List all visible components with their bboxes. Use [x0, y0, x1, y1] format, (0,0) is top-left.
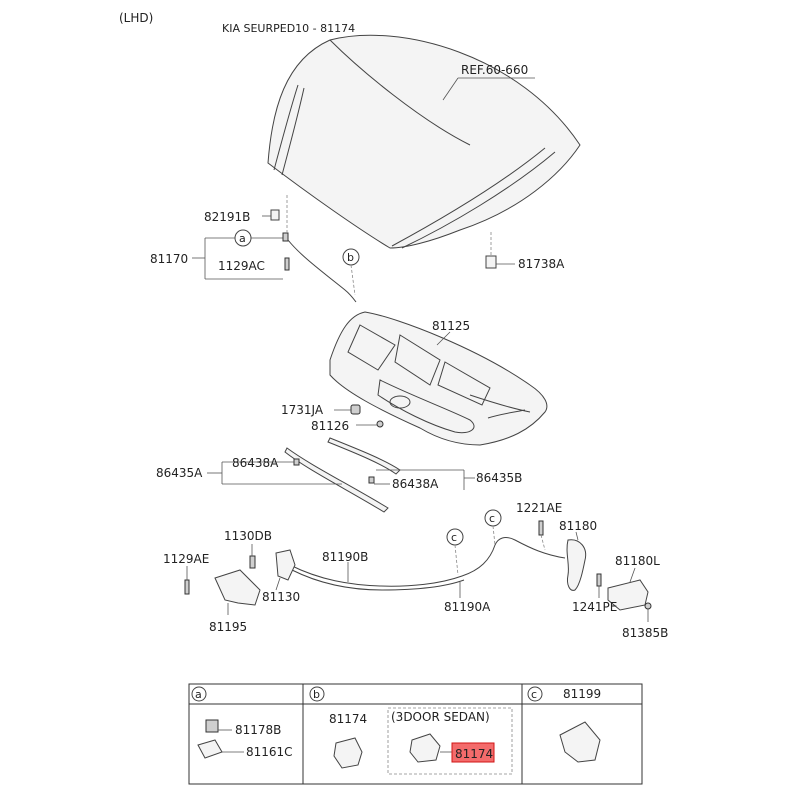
part-81178B-icon: [205, 719, 219, 733]
part-81199-icon: [559, 721, 601, 763]
bracket-81195[interactable]: [214, 569, 261, 606]
marker-a: [234, 229, 252, 247]
callout-81125: 81125: [432, 319, 470, 333]
diagram-title: KIA SEURPED10 - 81174: [222, 22, 355, 35]
highlighted-part-label: 81174: [455, 747, 493, 761]
bolt-1130DB[interactable]: [249, 555, 256, 569]
legend-marker-a-label: a: [195, 688, 202, 701]
bolt-1241PE[interactable]: [596, 573, 602, 587]
callout-1129AC: 1129AC: [218, 259, 265, 273]
handle-81130[interactable]: [275, 549, 296, 581]
marker-a-label: a: [239, 232, 246, 245]
legend-b-variant-label: (3DOOR SEDAN): [391, 710, 490, 724]
hood-panel[interactable]: [267, 34, 581, 249]
callout-86438A-right: 86438A: [392, 477, 439, 491]
clip-81385B[interactable]: [644, 602, 652, 610]
callout-81190A: 81190A: [444, 600, 491, 614]
part-81161C-icon: [197, 739, 223, 759]
sedan-variant-box: [387, 707, 513, 775]
highlighted-part-box[interactable]: [451, 742, 495, 763]
legend-marker-c-label: c: [531, 688, 537, 701]
marker-c-right-label: c: [489, 512, 495, 525]
hood-insulator[interactable]: [329, 311, 548, 446]
callout-1241PE: 1241PE: [572, 600, 617, 614]
legend-marker-a: [191, 686, 207, 702]
callout-1221AE: 1221AE: [516, 501, 562, 515]
bolt-1129AC[interactable]: [284, 257, 290, 271]
legend-c-part: 81199: [563, 687, 601, 701]
callout-82191B: 82191B: [204, 210, 250, 224]
legend-a-item-1: 81178B: [235, 723, 281, 737]
clip-81126[interactable]: [376, 420, 384, 428]
callout-86438A-left: 86438A: [232, 456, 279, 470]
bumper-81738A[interactable]: [485, 255, 497, 269]
callout-86435A: 86435A: [156, 466, 203, 480]
drive-side-label: (LHD): [119, 11, 153, 25]
callout-81180L: 81180L: [615, 554, 660, 568]
callout-81195: 81195: [209, 620, 247, 634]
marker-b-label: b: [347, 251, 354, 264]
latch-81180[interactable]: [566, 539, 587, 591]
callout-1731JA: 1731JA: [281, 403, 324, 417]
callout-81170: 81170: [150, 252, 188, 266]
clip-1731JA[interactable]: [350, 404, 361, 415]
seal-86435B[interactable]: [327, 437, 401, 475]
bumper-82191B[interactable]: [270, 209, 280, 221]
callout-86435B: 86435B: [476, 471, 522, 485]
callout-81385B: 81385B: [622, 626, 668, 640]
bolt-1129AE[interactable]: [184, 579, 190, 595]
bolt-1221AE[interactable]: [538, 520, 544, 536]
part-81174-sedan-icon: [409, 733, 441, 763]
callout-1129AE: 1129AE: [163, 552, 209, 566]
callout-81130: 81130: [262, 590, 300, 604]
legend-a-item-2: 81161C: [246, 745, 293, 759]
callout-1130DB: 1130DB: [224, 529, 272, 543]
marker-c-left-label: c: [451, 531, 457, 544]
seal-86435A[interactable]: [284, 447, 389, 513]
callout-81126: 81126: [311, 419, 349, 433]
clip-81170[interactable]: [282, 232, 289, 242]
clip-86438A-left[interactable]: [293, 458, 300, 466]
part-81174-icon: [333, 737, 363, 769]
legend-table: [188, 683, 643, 785]
callout-ref-60-660: REF.60-660: [461, 63, 528, 77]
callout-81738A: 81738A: [518, 257, 565, 271]
cable-81190A[interactable]: [289, 537, 566, 587]
hood-release-rod[interactable]: [287, 239, 357, 303]
legend-marker-c: [527, 686, 543, 702]
callout-81180: 81180: [559, 519, 597, 533]
clip-86438A-right[interactable]: [368, 476, 375, 484]
callout-81190B: 81190B: [322, 550, 368, 564]
legend-marker-b-label: b: [313, 688, 320, 701]
legend-marker-b: [309, 686, 325, 702]
legend-b-part: 81174: [329, 712, 367, 726]
